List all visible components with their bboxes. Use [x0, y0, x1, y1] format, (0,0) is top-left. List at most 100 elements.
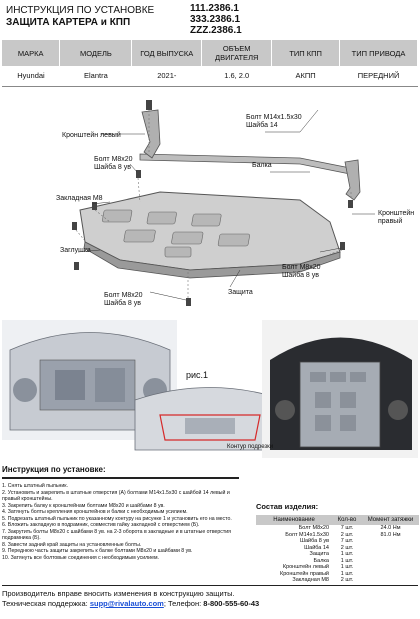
instruction-step: 5. Подрезать штатный пыльник по указанно…	[2, 515, 232, 522]
title-line1: ИНСТРУКЦИЯ ПО УСТАНОВКЕ	[6, 5, 155, 16]
label-embedded-m8: Закладная М8	[56, 195, 103, 203]
col-header-qty: Кол-во	[332, 515, 362, 525]
col-header-engine: ОБЪЕМ ДВИГАТЕЛЯ	[201, 40, 273, 66]
support-email-link[interactable]: supp@rivalauto.com	[89, 599, 164, 608]
page-footer: Производитель вправе вносить изменения в…	[2, 585, 418, 609]
part-qty: 7 шт.	[340, 538, 354, 544]
col-header-model: МОДЕЛЬ	[59, 40, 133, 66]
label-text: Закладная М8	[56, 195, 103, 202]
part-name: Кронштейн левый	[282, 564, 329, 570]
footer-contacts: Техническая поддержка: supp@rivalauto.co…	[2, 599, 418, 609]
instruction-steps: 1. Снять штатный пыльник. 2. Установить …	[2, 483, 238, 561]
label-bracket-left: Кронштейн левый	[62, 132, 121, 140]
divider	[2, 477, 239, 479]
instruction-step: 2. Установить и закрепить в штатные отве…	[2, 489, 230, 503]
product-code: 333.2386.1	[190, 14, 241, 25]
label-text: Болт М8х20 Шайба 8 ув	[282, 264, 321, 279]
cell-brand: Hyundai	[2, 66, 60, 87]
label-text: Защита	[228, 289, 253, 296]
product-code: 111.2386.1	[190, 3, 239, 14]
support-label: Техническая поддержка:	[2, 599, 88, 608]
label-bolt-m8-left: Болт М8х20 Шайба 8 ув	[94, 156, 134, 172]
protection-photo	[262, 320, 418, 458]
title-line2: ЗАЩИТА КАРТЕРА и КПП	[6, 17, 131, 28]
cell-year: 2021-	[131, 66, 202, 87]
part-qty: 1 шт.	[340, 570, 354, 577]
instruction-step: 9. Переднюю часть защиты закрепить к бал…	[2, 548, 193, 554]
table-row: Болт М14х1.5х30 2 шт. 81.0 Нм	[256, 532, 419, 539]
col-header-torque: Момент затяжки	[362, 515, 419, 525]
label-bolt-m14: Болт М14х1.5х30 Шайба 14	[246, 114, 316, 130]
vehicle-spec-table: МАРКА МОДЕЛЬ ГОД ВЫПУСКА ОБЪЕМ ДВИГАТЕЛЯ…	[2, 40, 418, 87]
contour-photo	[134, 387, 286, 451]
table-row: Кронштейн левый 1 шт.	[256, 564, 419, 571]
part-qty: 2 шт.	[340, 577, 354, 583]
part-qty: 2 шт.	[340, 544, 354, 551]
part-name: Болт М14х1.5х30	[285, 531, 329, 538]
label-bracket-right: Кронштейн правый	[378, 210, 420, 226]
table-row: Болт М8х20 7 шт. 24.0 Нм	[256, 525, 419, 532]
cell-gearbox: АКПП	[271, 66, 340, 87]
product-codes: 111.2386.1 333.2386.1 ZZZ.2386.1	[190, 3, 242, 36]
instructions-title: Инструкция по установке:	[2, 465, 106, 474]
instruction-step: 8. Завести задний край защиты на установ…	[2, 541, 142, 548]
col-header-name: Наименование	[256, 515, 332, 525]
part-qty: 7 шт.	[340, 525, 354, 531]
kit-contents-title: Состав изделия:	[256, 502, 319, 511]
product-code: ZZZ.2386.1	[190, 25, 242, 36]
instruction-step: 1. Снять штатный пыльник.	[2, 483, 69, 489]
assembly-drawing	[72, 100, 375, 306]
part-name: Закладная М8	[292, 577, 329, 583]
label-text: Кронштейн левый	[62, 132, 121, 139]
part-qty: 2 шт.	[340, 531, 354, 538]
part-name: Болт М8х20	[298, 525, 329, 531]
label-text: Кронштейн правый	[378, 210, 415, 225]
instruction-step: 6. Вложить закладную в подрамник, совмес…	[2, 522, 200, 528]
col-header-gearbox: ТИП КПП	[271, 40, 341, 66]
part-torque: 24.0 Нм	[380, 525, 401, 531]
part-name: Балка	[313, 557, 329, 564]
cell-drive: ПЕРЕДНИЙ	[339, 66, 418, 87]
label-text: Заглушка	[60, 247, 91, 254]
installation-photos: рис.1 Контур подрезки	[0, 320, 420, 460]
part-qty: 1 шт.	[340, 564, 354, 570]
table-row: Закладная М8 2 шт.	[256, 577, 419, 584]
label-beam: Балка	[252, 162, 272, 170]
table-row: Шайба 14 2 шт.	[256, 545, 419, 552]
assembly-diagram: Кронштейн левый Болт М14х1.5х30 Шайба 14…	[0, 92, 420, 322]
cell-model: Elantra	[59, 66, 132, 87]
table-row: Кронштейн правый 1 шт.	[256, 571, 419, 578]
col-header-year: ГОД ВЫПУСКА	[131, 40, 203, 66]
instruction-step: 4. Затянуть болты крепления кронштейнов …	[2, 509, 188, 515]
instruction-step: 3. Закрепить балку к кронштейнам болтами…	[2, 502, 165, 509]
part-torque	[362, 577, 419, 584]
label-bolt-m8-bottom: Болт М8х20 Шайба 8 ув	[104, 292, 150, 308]
instruction-step: 10. Затянуть все болтовые соединения с н…	[2, 554, 159, 561]
table-row: Защита 1 шт.	[256, 551, 419, 558]
installation-instructions: Инструкция по установке: 1. Снять штатны…	[2, 465, 239, 561]
figure-label: рис.1	[186, 370, 209, 380]
part-qty: 1 шт.	[340, 551, 354, 557]
label-text: Болт М8х20 Шайба 8 ув	[104, 292, 143, 307]
undercarriage-photo	[2, 320, 177, 440]
photo-illustrations	[2, 320, 418, 458]
label-text: Болт М14х1.5х30 Шайба 14	[246, 114, 302, 129]
part-name: Шайба 8 ув	[299, 538, 329, 544]
label-text: Болт М8х20 Шайба 8 ув	[94, 156, 133, 171]
page-header: ИНСТРУКЦИЯ ПО УСТАНОВКЕ ЗАЩИТА КАРТЕРА и…	[6, 5, 154, 29]
phone-label: ; Телефон:	[163, 599, 202, 608]
col-header-drive: ТИП ПРИВОДА	[339, 40, 418, 66]
label-text: Балка	[252, 162, 272, 169]
col-header-brand: МАРКА	[2, 40, 61, 66]
part-name: Кронштейн правый	[280, 570, 329, 577]
footer-disclaimer: Производитель вправе вносить изменения в…	[2, 589, 235, 598]
label-plug: Заглушка	[60, 247, 91, 255]
kit-contents: Состав изделия: Наименование Кол-во Моме…	[256, 502, 419, 584]
cell-engine: 1.6, 2.0	[201, 66, 272, 87]
contour-label: Контур подрезки	[227, 444, 274, 450]
part-name: Шайба 14	[304, 544, 329, 551]
instruction-step: 7. Закрутить болты М8х20 с шайбами 8 ув.…	[2, 528, 231, 542]
part-torque: 81.0 Нм	[380, 531, 401, 538]
part-name: Защита	[309, 551, 330, 557]
